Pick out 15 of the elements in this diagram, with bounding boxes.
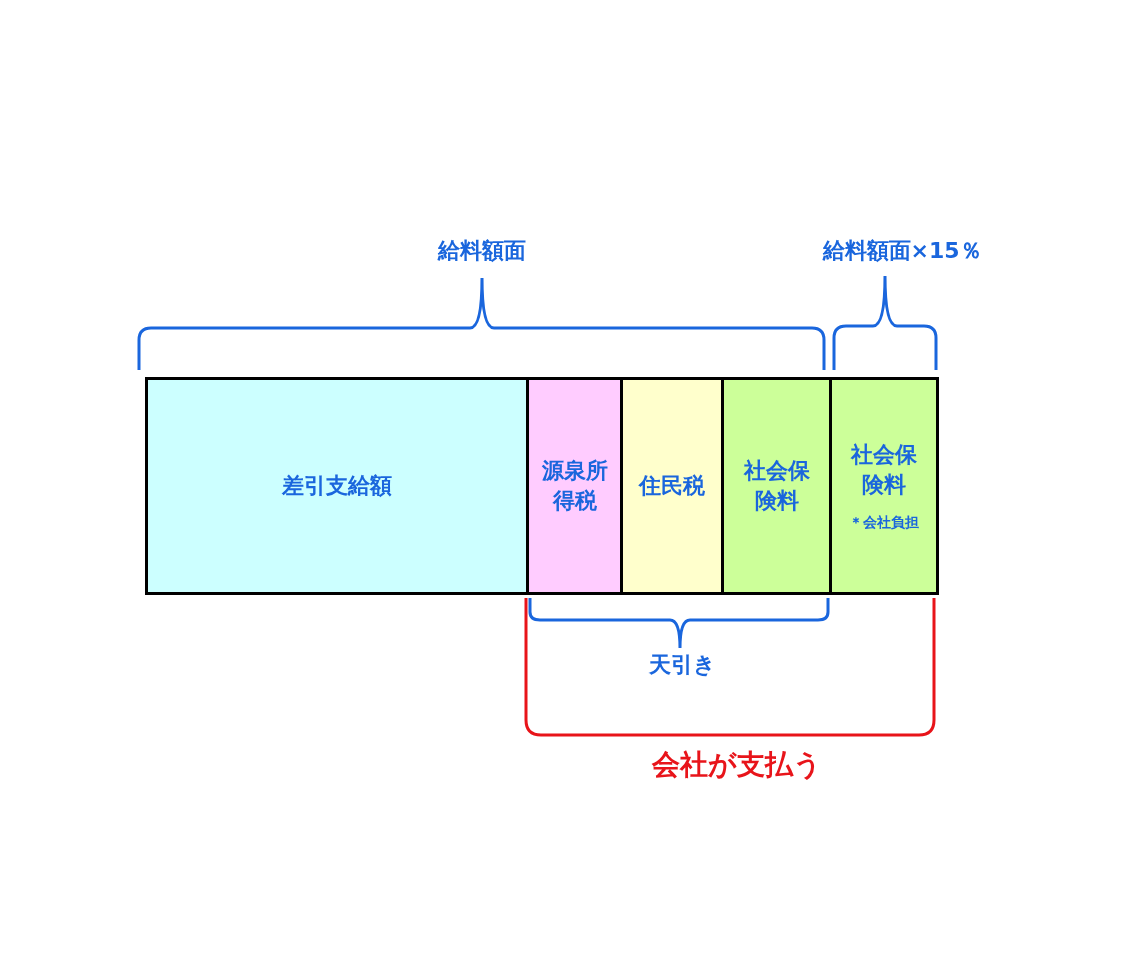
bar-segment (526, 377, 623, 595)
bracket-label: 給料額面×15％ (822, 237, 982, 265)
segment-label: 住民税 (639, 472, 705, 500)
segment-label: 差引支給額 (282, 472, 392, 500)
bracket-label: 天引き (648, 651, 716, 679)
bracket-label: 給料額面 (438, 237, 526, 265)
bracket-label: 会社が支払う (652, 747, 822, 783)
note-text: ＊会社負担 (849, 514, 919, 532)
bar-segment (145, 377, 529, 595)
segment-label: 社会保険料 (849, 441, 918, 499)
bar-segment (620, 377, 724, 595)
bar-segment (829, 377, 939, 595)
segment-label: 源泉所得税 (540, 457, 609, 515)
bar-segment (721, 377, 832, 595)
segment-label: 社会保険料 (742, 457, 811, 515)
